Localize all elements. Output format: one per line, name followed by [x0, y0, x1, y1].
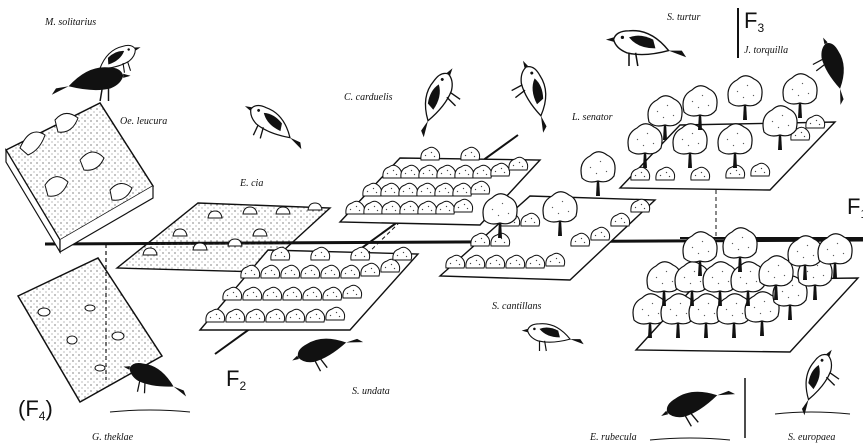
bird-oe-leucura [52, 67, 131, 101]
woodland-plate-open [620, 74, 835, 190]
bird-e-rubecula [657, 371, 738, 436]
label-s-turtur: S. turtur [667, 13, 700, 23]
bird-s-europaea [786, 345, 851, 419]
bird-e-cia [235, 99, 311, 156]
label-l-senator: L. senator [572, 113, 613, 123]
label-j-torquilla: J. torquilla [744, 46, 788, 56]
label-s-undata: S. undata [352, 387, 390, 397]
label-c-carduelis: C. carduelis [344, 93, 393, 103]
bird-c-carduelis [404, 64, 472, 142]
factor-f4-label: (F4) [18, 398, 53, 422]
ground-strokes [110, 410, 850, 440]
factor-f3-label: F3 [744, 10, 764, 34]
forest-plate-closed [633, 228, 858, 352]
label-s-cantillans: S. cantillans [492, 302, 541, 312]
bird-l-senator [502, 57, 565, 137]
bird-s-turtur [606, 31, 686, 66]
label-g-theklae: G. theklae [92, 433, 133, 443]
label-oe-leucura: Oe. leucura [120, 117, 167, 127]
factor-f2-label: F2 [226, 368, 246, 392]
bird-s-cantillans [522, 324, 584, 351]
label-e-cia: E. cia [240, 179, 263, 189]
factor-f1-label: F1 [847, 196, 863, 220]
label-m-solitarius: M. solitarius [45, 18, 96, 28]
label-e-rubecula: E. rubecula [590, 433, 637, 443]
label-s-europaea: S. europaea [788, 433, 835, 443]
